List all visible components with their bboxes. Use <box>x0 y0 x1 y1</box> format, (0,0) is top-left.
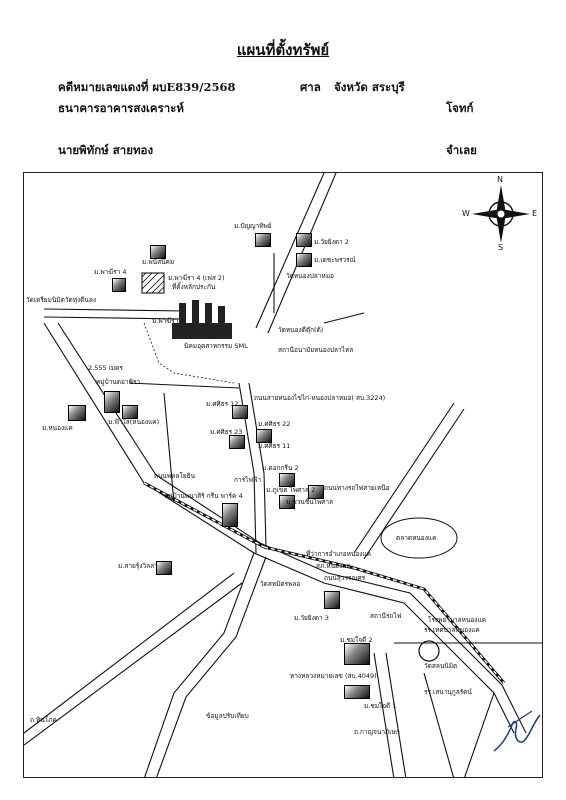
map-roads <box>24 173 542 777</box>
plaintiff-name: ธนาคารอาคารสงเคราะห์ <box>58 101 185 115</box>
road-label: ถ.ทินโภค <box>30 716 57 724</box>
map-label: สภ.หนองแค <box>316 562 351 570</box>
map-label: ม.ปัญญาทิพย์ <box>234 222 272 230</box>
map-label: ม.ชวนชื่นไพศาล <box>286 498 334 506</box>
village-block <box>232 405 248 419</box>
map-label: ตลาดหนองแค <box>396 534 437 542</box>
map-label: วัดหนองตีตุ๊ก(ต้) <box>278 326 324 334</box>
map-label: ม.ชมใจดี 2 <box>340 636 373 644</box>
map-label: ม.วัยยิงดา 2 <box>314 238 349 246</box>
compass-west: W <box>462 209 470 218</box>
map-label: ม.หนองแค <box>42 424 73 432</box>
village-block <box>296 253 312 267</box>
map-label: วัดสหมิตรพลอ <box>260 580 301 588</box>
map-label: ม.วัยยิงดา 3 <box>294 614 329 622</box>
village-block <box>344 643 370 665</box>
map-label: ม.ศศิธร 23 <box>210 428 243 436</box>
map-label: ม.ชมใจดี 1 <box>364 702 397 710</box>
map-label: หมู่บ้านดอาชิรา <box>96 378 141 386</box>
map-label: ที่ว่าการอำเภอหนองแค <box>306 550 371 558</box>
village-block <box>324 591 340 609</box>
village-block <box>68 405 86 421</box>
map-label: ม.เดชะพรวรณ์ <box>314 256 356 264</box>
map-label: 2,555 เมตร <box>88 364 123 372</box>
map-label: ข้อมูลปรับเทียบ <box>206 712 249 720</box>
village-block <box>279 473 295 487</box>
road-label: ถนนสุวรรณศร <box>324 574 366 582</box>
compass-rose-icon: N S E W <box>462 175 540 253</box>
plaintiff-role: โจทก์ <box>446 101 474 115</box>
court-name: จังหวัด สระบุรี <box>334 80 405 94</box>
signature-icon <box>493 710 541 752</box>
map-label: ม.ศศิธร 11 <box>258 442 291 450</box>
map-label: ม.ภูเขต ไพศาล 2 <box>266 486 316 494</box>
road-label: ทางหลวงหมายเลข (สบ.4049) <box>290 672 377 680</box>
map-label: ม.ศศิธร 22 <box>258 420 291 428</box>
map-label: ม.ศศิธร 12 <box>206 400 239 408</box>
map-label: วัดสลนนิมิต <box>424 662 458 670</box>
map-label: ม.สายรุ้งวิลล่า <box>118 562 158 570</box>
road-label: ถนนสายหนองไข่ไก่-หนองปลาหมอ( สบ.3224) <box>254 394 386 402</box>
map-label: การไฟฟ้า <box>234 476 262 484</box>
village-block <box>255 233 271 247</box>
map-label: รร.เสนานุกูลรัตน์ <box>424 688 472 696</box>
map-label: หมู่บ้านพนาสิริ กรีน พาร์ค 4 <box>164 492 243 500</box>
village-block <box>308 485 324 499</box>
map-label: รร.เทศบาลหนองแค <box>424 626 480 634</box>
village-block <box>122 405 138 419</box>
property-location-map: ม.ปัญญาทิพย์ ม.วัยยิงดา 2 ม.เดชะพรวรณ์ ว… <box>23 172 543 778</box>
village-block <box>150 245 166 259</box>
village-block <box>112 278 126 292</box>
map-label: ม.พนัสนิคม <box>142 258 175 266</box>
road-label: ถนนพหลโยธิน <box>154 472 196 480</box>
defendant-role: จำเลย <box>446 143 477 157</box>
road-label: ถ.กาญจนาภิเษก <box>354 728 400 736</box>
village-block <box>156 561 172 575</box>
collateral-location-label: ที่ตั้งหลักประกัน <box>172 283 216 291</box>
map-label: ม.พาฆีรา 4 <box>94 268 127 276</box>
defendant-name: นายพิทักษ์ สายทอง <box>58 143 154 157</box>
map-label: วัดหนองปลาหมอ <box>286 272 334 280</box>
map-label: ม.พาฆีรา 4 (เฟส 2) <box>168 274 225 282</box>
village-block <box>279 495 295 509</box>
village-block <box>256 429 272 443</box>
map-label: ม.ดอกกรีน 2 <box>262 464 299 472</box>
map-label: สถานีอนามัยหนองปลาไหล <box>278 346 354 354</box>
compass-north: N <box>497 175 503 184</box>
village-block <box>296 233 312 247</box>
village-block <box>229 435 245 449</box>
map-label: วัดเตรียมนิมิตวัดทุ่งตีนลง <box>26 296 96 304</box>
case-number: คดีหมายเลขแดงที่ ผบE839/2568 <box>58 80 236 94</box>
map-label: ม.ฟ้าใส(หนองแค) <box>108 418 160 426</box>
map-label: สถานีรถไฟ <box>370 612 402 620</box>
village-block <box>344 685 370 699</box>
map-label: นิคมอุตสาหกรรม SML <box>184 342 248 350</box>
court-prefix: ศาล <box>300 80 321 94</box>
village-block <box>104 391 120 413</box>
page-title: แผนที่ตั้งทรัพย์ <box>236 41 330 59</box>
compass-south: S <box>498 243 504 252</box>
compass-east: E <box>532 209 538 218</box>
village-block <box>222 503 238 527</box>
map-label: โรงพยาบาลหนองแค <box>428 616 487 624</box>
road-label: ถนนทางรถไฟสายเหนือ <box>324 484 390 492</box>
map-label: ม.พาฆีรา 1 <box>152 317 185 325</box>
